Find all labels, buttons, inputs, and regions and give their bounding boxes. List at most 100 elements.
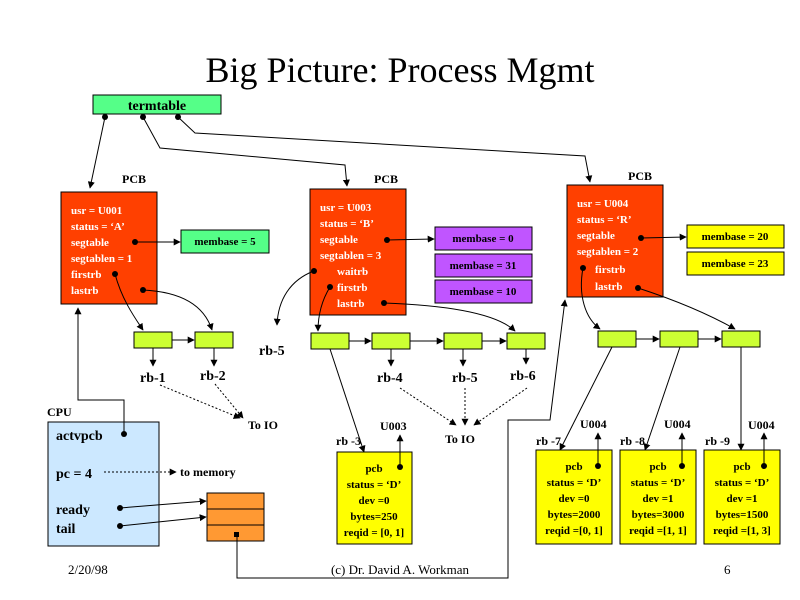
pcb3-line: status = ‘R’	[577, 214, 632, 226]
to-memory-label: to memory	[180, 465, 236, 479]
io-pcb-line: status = ‘D’	[631, 477, 686, 489]
membase-label: membase = 0	[452, 233, 514, 245]
io-pcb-line: dev =1	[726, 493, 757, 505]
io-pcb-line: status = ‘D’	[347, 479, 402, 491]
io-pcb-text-group-1: pcb status = ‘D’ dev =0 bytes=2000 reqid…	[545, 461, 603, 537]
io-pcb-line: status = ‘D’	[547, 477, 602, 489]
io-pcb-line: bytes=2000	[548, 509, 601, 521]
membase-label: membase = 31	[450, 260, 517, 272]
io-pcb-line: bytes=250	[350, 511, 398, 523]
io-pcb-box	[703, 449, 781, 545]
membase-box	[434, 226, 533, 251]
io-pcb-line: reqid =[0, 1]	[545, 525, 603, 537]
ready-to-pcb3-arrow	[236, 299, 568, 579]
request-block-rb7	[597, 330, 637, 348]
footer-page: 6	[724, 562, 731, 577]
membase-box	[686, 251, 785, 276]
pcb-box-u001	[60, 191, 158, 305]
to-io-dotted	[159, 384, 241, 419]
cpu-tail: tail	[56, 522, 76, 537]
io-pcb-line: status = ‘D’	[715, 477, 770, 489]
rb-label: rb -3	[336, 434, 361, 448]
pcb2-line: lastrb	[337, 298, 365, 310]
cpu-actvpcb: actvpcb	[56, 429, 103, 444]
io-pcb-user: U004	[748, 418, 775, 432]
link-arrow	[177, 116, 593, 183]
segtable-arrow	[386, 235, 435, 243]
pcb1-line: status = ‘A’	[71, 221, 125, 233]
to-io-dotted	[214, 383, 244, 419]
tail-arrow	[119, 514, 207, 527]
waitrb-arrow	[273, 270, 315, 326]
segtable-arrow	[640, 233, 687, 241]
termtable-label: termtable	[128, 99, 186, 114]
rb-label: rb -8	[620, 434, 645, 448]
pcb2-line: firstrb	[337, 282, 368, 294]
rb-to-pcb-arrow	[329, 348, 366, 453]
io-pcb-user: U003	[380, 419, 407, 433]
io-pcb-text-group-0: pcb status = ‘D’ dev =0 bytes=250 reqid …	[344, 463, 404, 539]
to-io-dotted	[473, 387, 528, 426]
pcb1-line: lastrb	[71, 285, 99, 297]
pcb-heading-3: PCB	[628, 169, 652, 183]
pcb3-line: firstrb	[595, 264, 626, 276]
rb-label: rb -7	[536, 434, 561, 448]
io-pcb-line: reqid =[1, 1]	[629, 525, 687, 537]
rb-label: rb-4	[377, 371, 403, 386]
link-arrow	[87, 116, 106, 189]
io-pcb-line: reqid = [0, 1]	[344, 527, 404, 539]
ready-queue-slot	[206, 492, 265, 510]
link-arrow	[142, 116, 350, 187]
rb-label: rb-6	[510, 369, 536, 384]
pcb2-line: segtablen = 3	[320, 250, 382, 262]
io-pcb-line: dev =0	[558, 493, 590, 505]
pcb2-line: waitrb	[337, 266, 368, 278]
io-pcb-line: pcb	[565, 461, 582, 473]
pcb3-line: usr = U004	[577, 198, 629, 210]
io-pcb-line: bytes=3000	[632, 509, 685, 521]
ready-queue-slot	[206, 508, 265, 526]
cpu-pc: pc = 4	[56, 467, 92, 482]
io-pcb-line: pcb	[365, 463, 382, 475]
pcb-heading-2: PCB	[374, 172, 398, 186]
pcb1-line: firstrb	[71, 269, 102, 281]
rb-label: rb-2	[200, 369, 226, 384]
firstrb-arrow	[114, 273, 144, 331]
io-pcb-line: reqid =[1, 3]	[713, 525, 771, 537]
pcb1-line: usr = U001	[71, 205, 122, 217]
pcb3-line: lastrb	[595, 281, 623, 293]
pcb3-line: segtablen = 2	[577, 246, 639, 258]
io-pcb-line: pcb	[649, 461, 666, 473]
membase-label: membase = 5	[194, 236, 256, 248]
rb-label: rb-5	[259, 344, 285, 359]
pcb1-line: segtable	[71, 237, 109, 249]
io-pcb-text-group-2: pcb status = ‘D’ dev =1 bytes=3000 reqid…	[629, 461, 687, 537]
slide-title: Big Picture: Process Mgmt	[206, 50, 595, 90]
io-pcb-user: U004	[664, 417, 691, 431]
pcb3-line: segtable	[577, 230, 615, 242]
pcb-heading-1: PCB	[122, 172, 146, 186]
io-pcb-user: U004	[580, 417, 607, 431]
termtable-box	[92, 94, 222, 115]
membase-box	[434, 253, 533, 278]
rb-label: rb-1	[140, 371, 166, 386]
membase-label: membase = 20	[702, 231, 769, 243]
membase-label: membase = 10	[450, 286, 517, 298]
footer-date: 2/20/98	[68, 562, 108, 577]
request-block-rb5	[443, 332, 483, 350]
firstrb-arrow	[580, 267, 601, 330]
request-block-rb8	[659, 330, 699, 348]
request-block-rb9	[721, 330, 761, 348]
request-block-rb6	[506, 332, 546, 350]
request-block-rb2	[194, 331, 234, 349]
pcb2-line: status = ‘B’	[320, 218, 374, 230]
pcb-box-u004	[566, 184, 664, 298]
request-block-rb1	[133, 331, 173, 349]
rb-to-pcb-arrow	[559, 346, 613, 451]
footer-credit: (c) Dr. David A. Workman	[331, 562, 470, 577]
queue-link-dot	[234, 532, 239, 537]
rb-to-pcb-arrow	[643, 346, 681, 451]
to-io-dotted	[399, 387, 457, 426]
